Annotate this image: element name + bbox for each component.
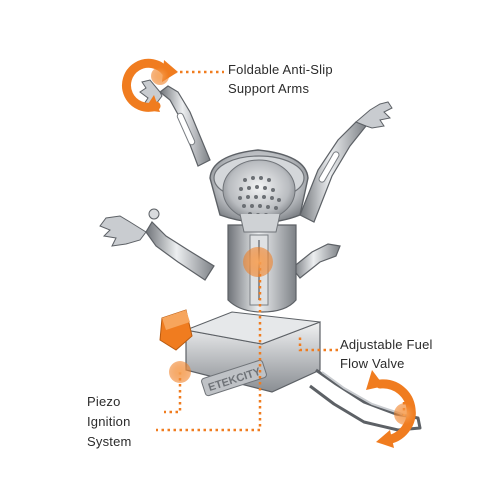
piezo-ignition-button	[159, 309, 193, 351]
support-arm-back-right	[299, 101, 393, 223]
highlight-dot	[169, 361, 191, 383]
stove-base: ETEKCITY	[184, 311, 321, 397]
callout-text: Piezo	[87, 394, 121, 409]
support-arm-front-left	[99, 208, 215, 281]
support-arm-front-right	[291, 243, 341, 279]
fuel-valve-handle	[309, 368, 422, 432]
support-arm-back-left	[139, 79, 211, 167]
highlight-dot	[151, 67, 169, 85]
callout-text: Ignition	[87, 414, 131, 429]
highlight-dots	[151, 67, 416, 425]
callout-text: System	[87, 434, 132, 449]
callout-support-arms: Foldable Anti-Slip Support Arms	[228, 60, 333, 98]
callout-text: Foldable Anti-Slip	[228, 62, 333, 77]
callout-text: Flow Valve	[340, 356, 405, 371]
callout-piezo-ignition: Piezo Ignition System	[87, 392, 132, 452]
callout-text: Adjustable Fuel	[340, 337, 433, 352]
callout-text: Support Arms	[228, 81, 310, 96]
highlight-dot	[394, 403, 416, 425]
burner-head	[209, 149, 309, 233]
highlight-dot	[243, 247, 273, 277]
callout-fuel-valve: Adjustable Fuel Flow Valve	[340, 335, 433, 373]
